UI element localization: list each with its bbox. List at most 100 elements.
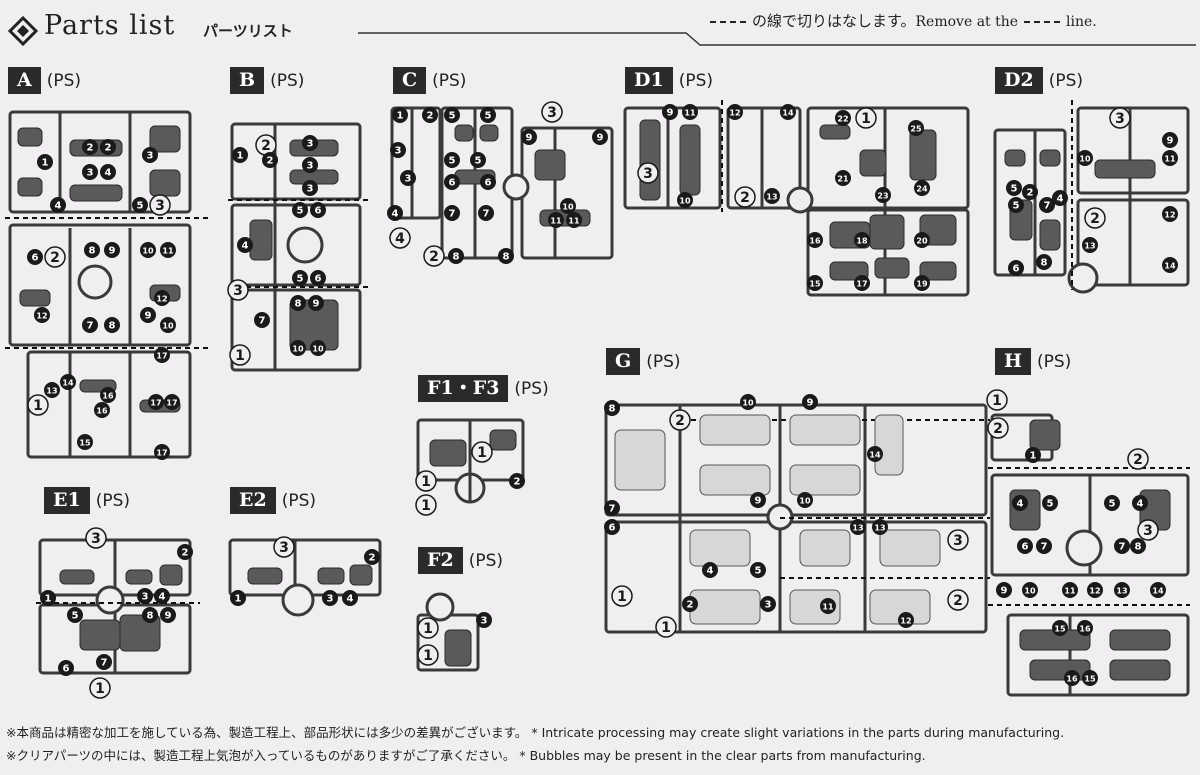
part-number-text: 3 — [233, 283, 243, 299]
part-number-text: 2 — [182, 548, 189, 559]
part-number-text: 1 — [45, 594, 52, 605]
part-number-marker: 1 — [27, 394, 49, 416]
part-number-circle — [50, 197, 66, 213]
part-number-marker: 10 — [797, 492, 813, 508]
part-number-text: 3 — [1143, 523, 1153, 539]
part-number-text: 1 — [992, 393, 1002, 409]
part-number-text: 2 — [687, 600, 694, 611]
clear-part-shape — [699, 414, 771, 446]
part-number-marker: 17 — [854, 275, 870, 291]
part-number-text: 3 — [643, 166, 653, 182]
clear-part-shape — [689, 529, 751, 567]
part-number-text: 8 — [609, 404, 616, 415]
part-number-circle — [322, 590, 338, 606]
part-number-circle — [390, 142, 406, 158]
part-number-circle — [611, 585, 633, 607]
part-number-circle — [292, 270, 308, 286]
part-shape — [859, 149, 887, 177]
part-number-text: 13 — [1084, 242, 1095, 251]
part-number-circle — [232, 147, 248, 163]
part-number-marker: 10 — [1022, 582, 1038, 598]
part-number-circle — [160, 242, 176, 258]
part-number-circle — [142, 607, 158, 623]
part-number-circle — [154, 588, 170, 604]
part-shape — [819, 124, 851, 140]
part-number-circle — [44, 246, 66, 268]
part-shape — [1009, 489, 1041, 531]
part-number-circle — [760, 596, 776, 612]
part-number-marker: 3 — [390, 142, 406, 158]
runner-hub — [425, 592, 455, 622]
runner-c-header: C(PS) — [393, 67, 466, 94]
part-number-circle — [444, 107, 460, 123]
part-number-circle — [914, 275, 930, 291]
part-number-marker: 5 — [67, 607, 83, 623]
part-number-circle — [1052, 190, 1068, 206]
part-number-text: 14 — [869, 451, 881, 460]
part-number-marker: 13 — [1114, 582, 1130, 598]
part-number-text: 10 — [679, 197, 691, 206]
part-number-text: 1 — [33, 398, 43, 414]
part-number-text: 9 — [667, 108, 674, 119]
part-number-circle — [662, 104, 678, 120]
part-number-marker: 1 — [230, 590, 246, 606]
part-number-marker: 9 — [996, 582, 1012, 598]
runner-hub — [786, 186, 814, 214]
part-number-marker: 2 — [947, 589, 969, 611]
part-number-text: 16 — [1079, 625, 1091, 634]
runner-e1-header: E1(PS) — [44, 487, 130, 514]
part-number-circle — [604, 400, 620, 416]
runner-material: (PS) — [646, 351, 681, 372]
runner-frame — [1076, 198, 1190, 287]
part-number-marker: 15 — [1052, 620, 1068, 636]
part-number-marker: 2 — [262, 152, 278, 168]
part-number-circle — [604, 519, 620, 535]
part-number-text: 1 — [1030, 451, 1037, 462]
part-number-circle — [987, 417, 1009, 439]
part-number-text: 1 — [421, 474, 431, 490]
part-number-circle — [872, 519, 888, 535]
part-number-circle — [37, 154, 53, 170]
part-number-circle — [476, 612, 492, 628]
part-number-text: 7 — [101, 658, 108, 669]
part-number-marker: 3 — [273, 536, 295, 558]
part-number-marker: 19 — [914, 275, 930, 291]
part-number-circle — [914, 180, 930, 196]
part-shape — [17, 177, 43, 197]
footnote-2-jp: ※クリアパーツの中には、製造工程上気泡が入っているものがありますがご了承ください… — [6, 748, 516, 763]
header-rule — [358, 32, 1196, 46]
part-number-text: 11 — [568, 217, 580, 226]
part-number-marker: 14 — [1162, 257, 1178, 273]
part-number-text: 6 — [609, 523, 616, 534]
part-number-circle — [835, 110, 851, 126]
part-number-circle — [82, 164, 98, 180]
part-number-marker: 10 — [310, 340, 326, 356]
part-number-circle — [1036, 538, 1052, 554]
part-number-marker: 3 — [1109, 107, 1131, 129]
part-number-text: 9 — [1001, 586, 1008, 597]
part-number-marker: 15 — [1082, 670, 1098, 686]
part-number-circle — [875, 187, 891, 203]
runner-g-header: G(PS) — [606, 348, 681, 375]
part-shape — [639, 119, 661, 201]
part-number-circle — [1036, 254, 1052, 270]
part-number-text: 1 — [617, 589, 627, 605]
part-number-circle — [1162, 206, 1178, 222]
part-shape — [454, 124, 474, 142]
part-shape — [59, 569, 95, 585]
part-number-text: 15 — [1084, 675, 1096, 684]
part-number-marker: 7 — [254, 312, 270, 328]
part-shape — [534, 149, 566, 181]
part-number-text: 10 — [292, 345, 304, 354]
runner-frame — [1006, 613, 1190, 697]
part-number-marker: 8 — [104, 317, 120, 333]
part-number-text: 21 — [837, 175, 849, 184]
part-number-marker: 11 — [160, 242, 176, 258]
part-number-text: 3 — [142, 592, 149, 603]
part-number-circle — [541, 101, 563, 123]
part-number-marker: 16 — [94, 402, 110, 418]
part-number-text: 5 — [755, 566, 762, 577]
part-number-text: 17 — [156, 449, 167, 458]
runner-material: (PS) — [281, 490, 317, 511]
part-number-text: 4 — [159, 592, 166, 603]
